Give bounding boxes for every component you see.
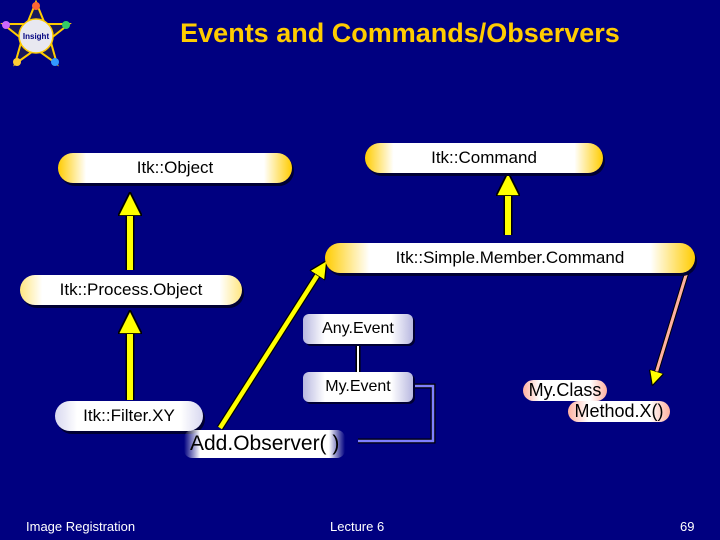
logo-text: Insight xyxy=(23,32,50,41)
node-itk-process-object: Itk::Process.Object xyxy=(20,275,242,305)
node-itk-process-object-label: Itk::Process.Object xyxy=(59,280,203,299)
add-observer-label: Add.Observer( ) xyxy=(184,430,346,458)
footer-center: Lecture 6 xyxy=(330,519,385,534)
event-link-bracket xyxy=(358,383,436,444)
node-itk-command: Itk::Command xyxy=(365,143,603,173)
arrow-addobserver-to-command xyxy=(217,268,322,430)
node-my-class-name: My.Class xyxy=(522,380,608,401)
footer-left: Image Registration xyxy=(26,519,136,534)
node-my-class-method: Method.X() xyxy=(568,401,670,422)
node-my-class: My.Class Method.X() xyxy=(505,380,685,422)
node-any-event: Any.Event xyxy=(303,314,413,344)
insight-logo: Insight xyxy=(0,0,72,67)
node-itk-command-label: Itk::Command xyxy=(431,148,537,167)
slide-title: Events and Commands/Observers xyxy=(180,18,620,48)
node-itk-simple-member-command-label: Itk::Simple.Member.Command xyxy=(395,248,625,267)
node-itk-object-label: Itk::Object xyxy=(136,158,214,177)
node-my-event: My.Event xyxy=(303,372,413,402)
node-itk-simple-member-command: Itk::Simple.Member.Command xyxy=(325,243,695,273)
node-itk-object: Itk::Object xyxy=(58,153,292,183)
node-itk-filter-xy: Itk::Filter.XY xyxy=(55,401,203,431)
arrow-command-to-myclass xyxy=(654,261,693,380)
page-number: 69 xyxy=(680,519,695,534)
node-my-event-label: My.Event xyxy=(325,378,391,395)
node-itk-filter-xy-label: Itk::Filter.XY xyxy=(83,406,175,425)
node-any-event-label: Any.Event xyxy=(322,320,394,337)
